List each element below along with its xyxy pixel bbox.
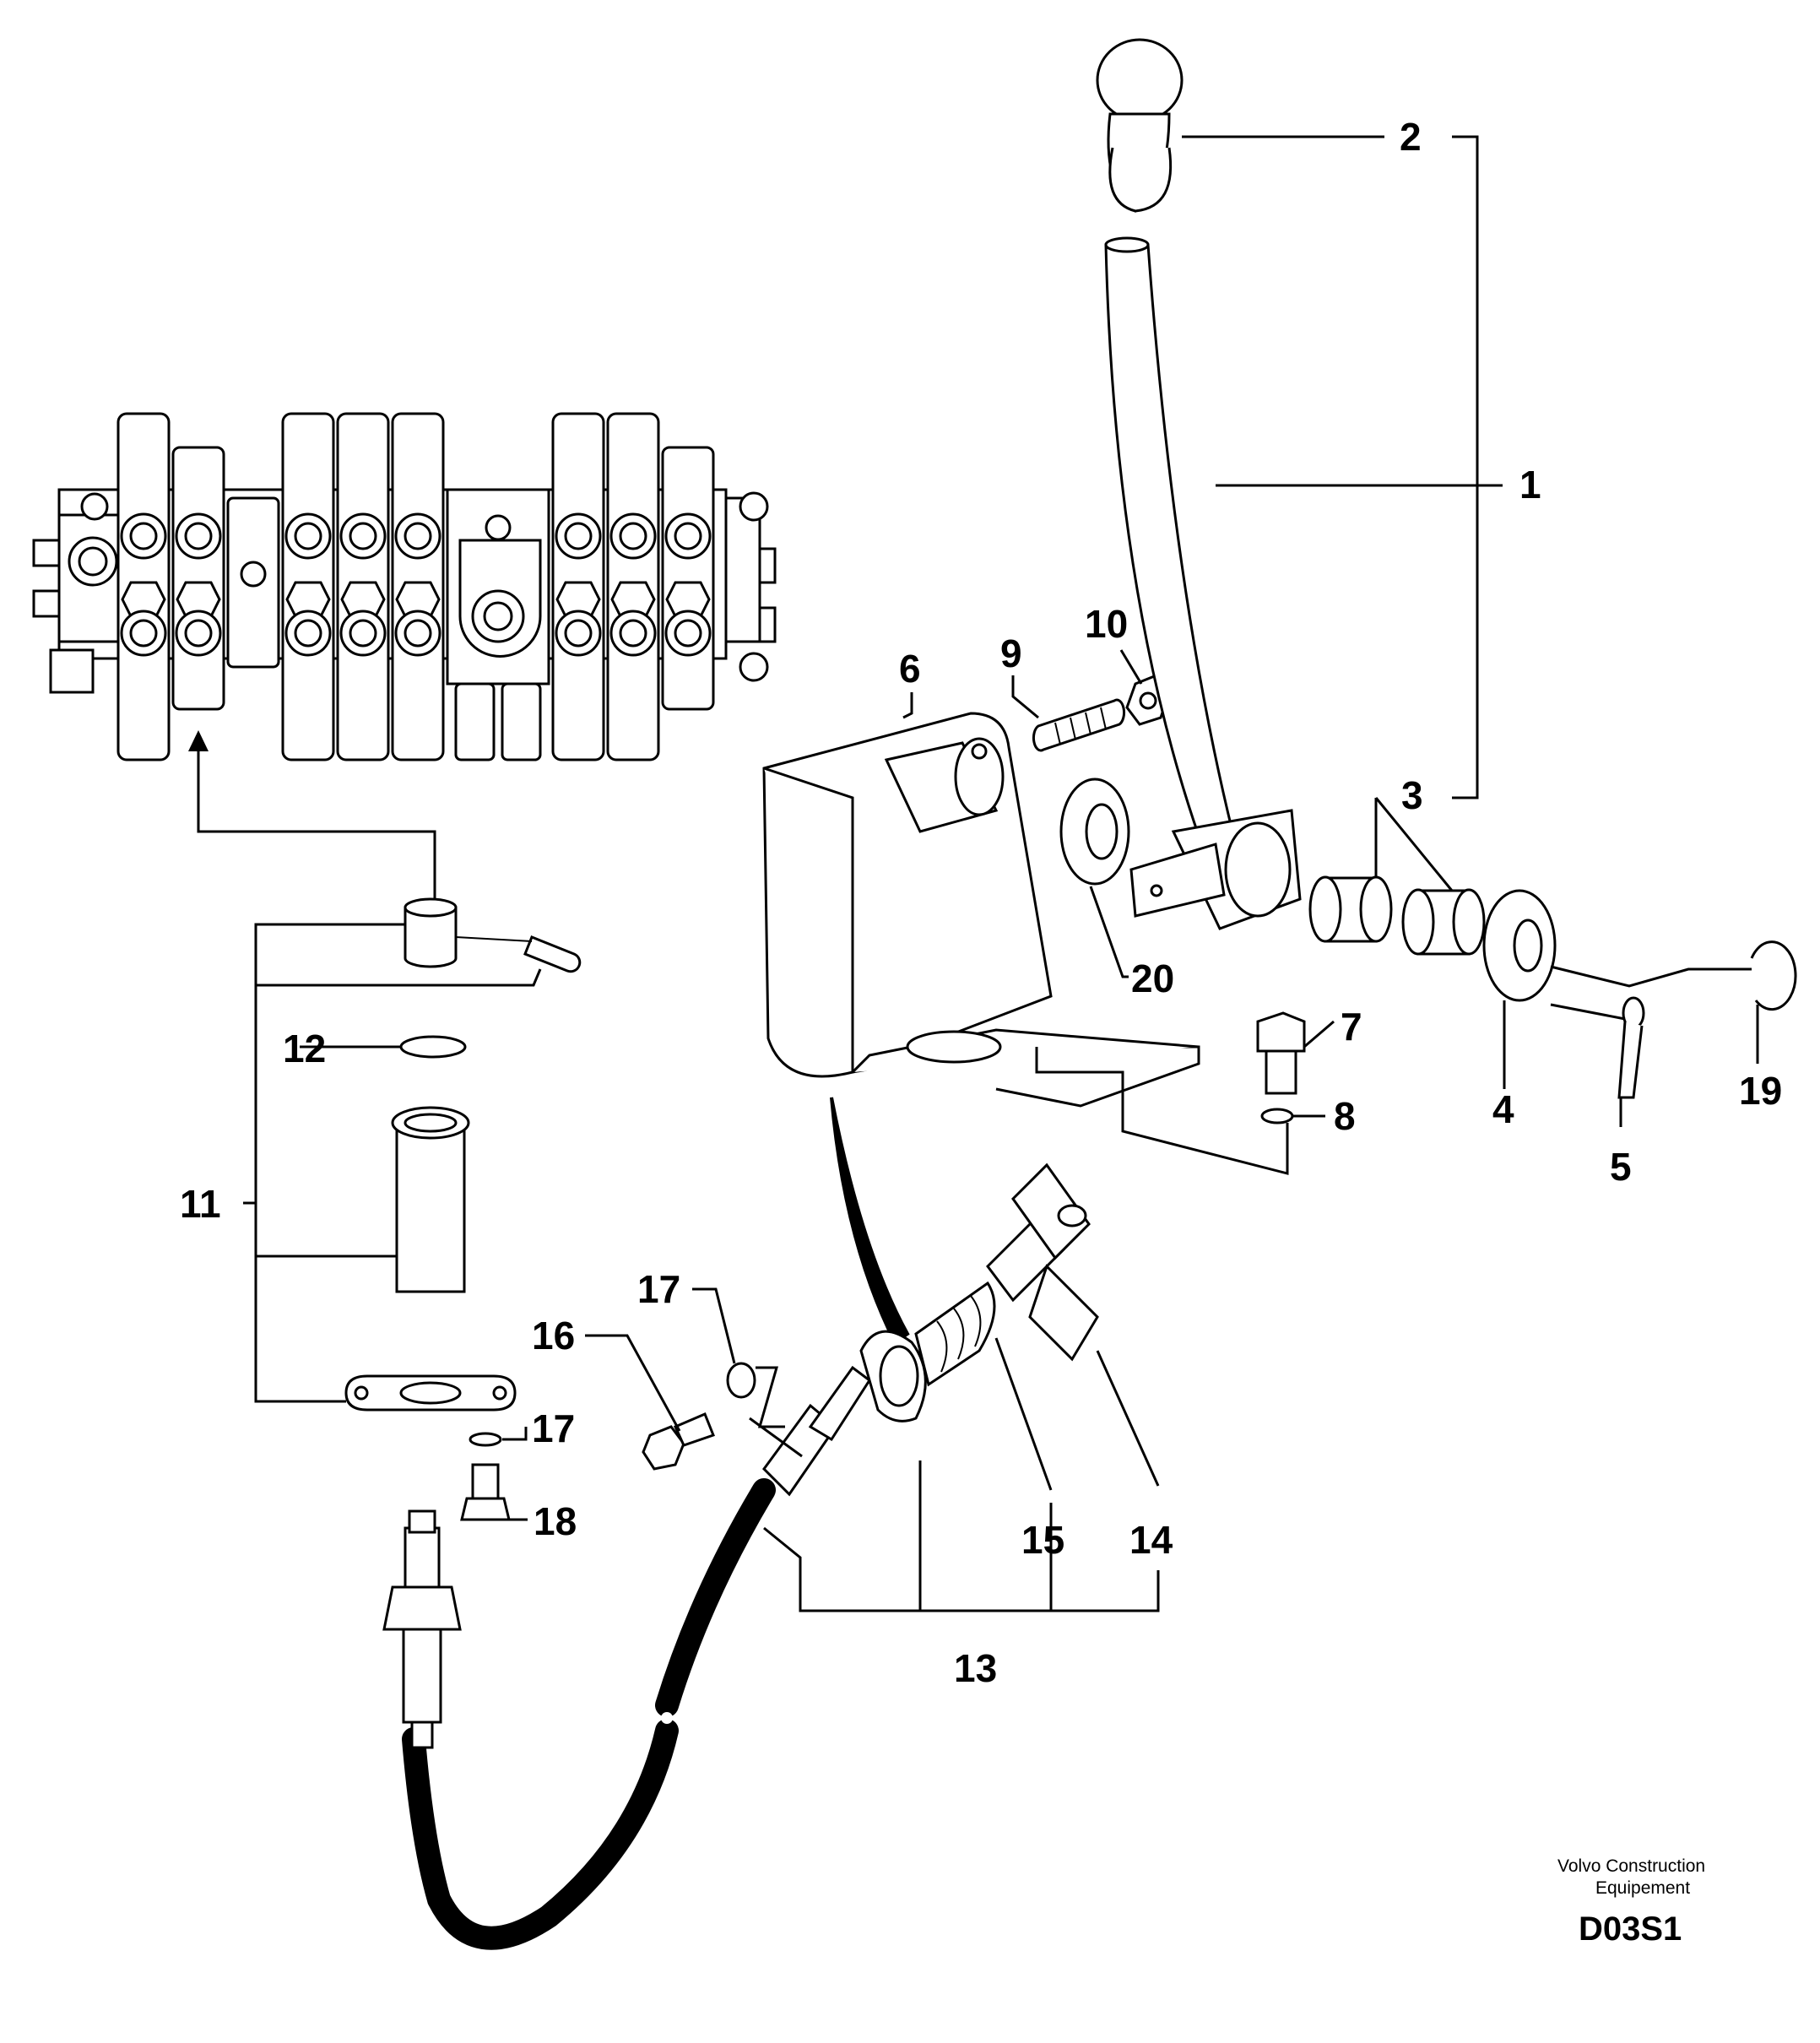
callout-7: 7 xyxy=(1341,1005,1362,1049)
gear-lever xyxy=(1096,38,1302,930)
washer-8 xyxy=(1260,1108,1294,1124)
callout-17-upper: 17 xyxy=(637,1267,680,1311)
circlip-19 xyxy=(1750,940,1797,1011)
callout-10: 10 xyxy=(1085,602,1128,646)
callout-19: 19 xyxy=(1739,1069,1782,1113)
mounting-bracket xyxy=(762,712,1200,1108)
split-pin-5 xyxy=(1617,996,1645,1099)
company-line-1: Volvo Construction xyxy=(1557,1856,1705,1876)
callout-9: 9 xyxy=(1000,631,1022,675)
bushings-3 xyxy=(1308,875,1486,956)
callout-17-lower: 17 xyxy=(532,1406,575,1450)
callout-2: 2 xyxy=(1400,115,1422,159)
callout-11: 11 xyxy=(180,1182,221,1226)
connection-arrow xyxy=(188,730,436,903)
location-arrow xyxy=(830,1097,910,1345)
callout-16: 16 xyxy=(532,1314,575,1357)
company-line-2: Equipement xyxy=(1595,1878,1690,1898)
callout-14: 14 xyxy=(1129,1518,1173,1562)
washer-20 xyxy=(1059,778,1130,886)
callout-15: 15 xyxy=(1021,1518,1064,1562)
bolt-16 xyxy=(642,1412,715,1471)
callout-4: 4 xyxy=(1492,1087,1514,1131)
callout-18: 18 xyxy=(534,1499,577,1543)
callout-20: 20 xyxy=(1131,956,1174,1000)
drawing-code: D03S1 xyxy=(1579,1910,1682,1948)
washer-4 xyxy=(1482,889,1557,1002)
washer-17-upper xyxy=(726,1362,756,1399)
control-valve-block xyxy=(32,412,777,761)
callout-6: 6 xyxy=(899,647,921,691)
callout-12: 12 xyxy=(283,1027,326,1070)
callout-labels: 1 2 3 4 5 6 7 8 9 10 11 12 13 14 15 16 1… xyxy=(180,115,1782,1690)
spool-adapter-assembly xyxy=(344,897,582,1521)
leader-lines xyxy=(300,135,1759,1612)
callout-13: 13 xyxy=(954,1646,997,1690)
screw-7 xyxy=(1256,1011,1306,1095)
valve-ports xyxy=(68,512,712,658)
callout-5: 5 xyxy=(1610,1145,1632,1189)
footer: Volvo Construction Equipement D03S1 xyxy=(1557,1856,1705,1948)
callout-1: 1 xyxy=(1519,463,1541,507)
callout-8: 8 xyxy=(1334,1094,1356,1138)
control-cable xyxy=(382,1162,1099,1950)
callout-3: 3 xyxy=(1401,773,1423,817)
stud-9 xyxy=(1032,698,1126,752)
